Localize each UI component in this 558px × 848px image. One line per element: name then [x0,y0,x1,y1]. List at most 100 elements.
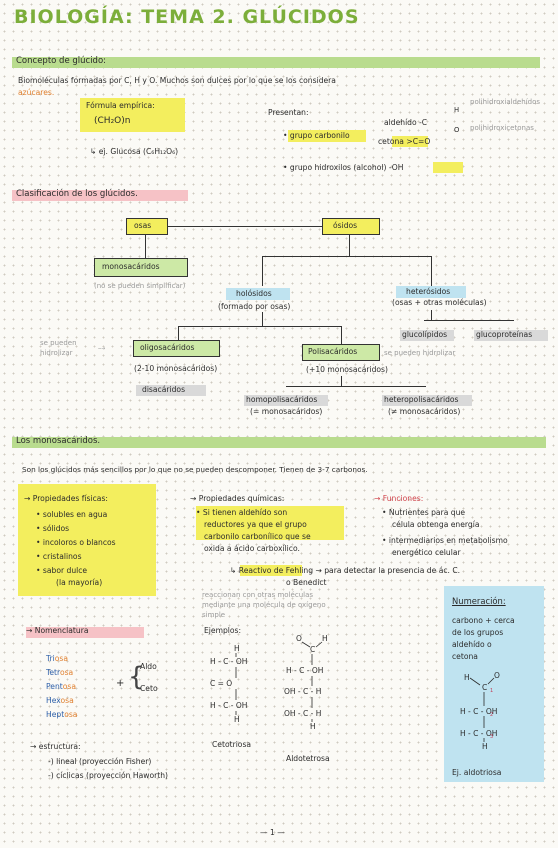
svg-text:C: C [310,645,315,654]
svg-text:H - C - OH: H - C - OH [460,729,497,738]
poli-connector [341,326,342,344]
nom-item-4: Heptosa [46,710,77,719]
nomenclature-title: → Nomenclatura [26,626,89,635]
hydrolysis-left-arrow: ⤍ [98,344,106,352]
hetero-down-line [431,310,432,320]
heading-monosacaridos: Los monosacáridos. [16,436,101,446]
carbonyl-group: • grupo carbonilo [283,131,350,140]
nom-root-1: Tetr [46,668,60,677]
numeracion-line-3: cetona [452,652,478,661]
svg-text:3: 3 [490,734,493,740]
nom-ceto: Ceto [140,684,158,693]
hydrolysis-left-note: se pueden hidrolizar [40,339,77,357]
heteropoli-note: (≠ monosacáridos) [388,407,461,416]
phys-note: (la mayoría) [56,578,103,587]
svg-text:H - C - OH: H - C - OH [210,701,247,710]
holosidos-label: holósidos [236,289,272,298]
monosacaridos-box [94,258,188,277]
presentan-label: Presentan: [268,108,309,117]
ketone-label: cetona >C=O [378,137,431,146]
numeracion-aldotriosa-structure: H O C H - C - OH H - C - OH H 1 2 3 [460,671,500,751]
nomenclature-band [26,627,144,638]
chem-highlight [196,506,344,540]
glucoproteinas-highlight [474,330,548,341]
disacaridos-highlight [136,385,206,396]
aldotetrosa-label: Aldotetrosa [286,754,330,763]
section-band-monosacaridos [12,437,546,448]
svg-text:H: H [482,742,488,751]
func-item-3: energético celular [392,548,461,557]
section-band-concepto [12,57,540,68]
svg-text:OH - C - H: OH - C - H [284,709,321,718]
svg-text:O: O [296,634,302,643]
chem-line-2: carbonilo carbonílico que se [204,532,311,541]
numeracion-line-2: aldehído o [452,640,492,649]
heterosidos-label: heterósidos [406,287,451,296]
concept-intro-azucares: azúcares. [18,88,55,97]
structure-item-0: -) lineal (proyección Fisher) [48,757,152,766]
page-title: BIOLOGÍA: TEMA 2. GLÚCIDOS [14,6,360,28]
polisacaridos-label: Polisacáridos [308,347,358,356]
oligosacaridos-label: oligosacáridos [140,343,195,352]
disacaridos-label: disacáridos [142,385,186,394]
numeracion-example: Ej. aldotriosa [452,768,502,777]
pencil-polihidroxicetonas: polihidroxicetonas [470,124,534,132]
nom-suffix-3: osa [60,696,74,705]
svg-text:H: H [234,644,240,653]
formula-label: Fórmula empírica: [86,101,155,110]
phys-props-box [18,484,156,596]
chem-line-0: • Si tienen aldehído son [196,508,288,517]
svg-text:C: C [482,683,487,692]
svg-text:H - C - OH: H - C - OH [286,666,323,675]
benedict-label: o Benedict [286,578,327,587]
examples-title: Ejemplos: [204,626,242,635]
func-item-2: • intermediarios en metabolismo [382,536,508,545]
svg-text:H - C - OH: H - C - OH [210,657,247,666]
phys-item-1: • sólidos [36,524,70,533]
ketone-highlight [392,136,428,147]
nom-item-1: Tetrosa [46,668,73,677]
osas-osidos-arrow [167,226,322,227]
osidos-down-line [349,234,350,256]
numeracion-line-1: de los grupos [452,628,504,637]
svg-text:H: H [322,634,328,643]
chem-line-1: reductores ya que el grupo [204,520,307,529]
poli-branch-line [286,386,426,387]
nom-root-0: Tri [46,654,55,663]
func-item-1: célula obtenga energía [392,520,480,529]
osidos-label: ósidos [333,221,358,230]
formula-highlight [80,98,185,132]
heteropoli-highlight [382,395,472,406]
structure-item-1: -) cíclicas (proyección Haworth) [48,771,168,780]
heterosidos-connector [431,256,432,286]
svg-text:C = O: C = O [210,679,232,688]
chem-props-title: → Propiedades químicas: [190,494,285,503]
hetero-branch-line [424,320,514,321]
aldotetrosa-structure: O H C H - C - OH OH - C - H OH - C - H H [284,634,328,731]
nom-item-0: Triosa [46,654,68,663]
holosidos-connector [262,256,263,286]
page-number: — 1 — [260,828,285,837]
nom-plus: + [116,678,125,689]
phys-item-3: • cristalinos [36,552,82,561]
monosacaridos-intro: Son los glúcidos más sencillos por lo qu… [22,465,368,474]
homopoli-highlight [244,395,328,406]
aldehyde-label: aldehído -C [384,118,428,127]
hydroxyl-group: • grupo hidroxilos (alcohol) -OH [283,163,404,172]
osas-down-line [145,234,146,258]
nom-suffix-0: osa [54,654,69,663]
heading-clasificacion: Clasificación de los glúcidos. [16,189,138,199]
nom-item-3: Hexosa [46,696,74,705]
nom-aldo: Aldo [140,662,157,671]
holo-branch-line [178,326,342,327]
aldehyde-h: H [454,106,460,114]
svg-text:H - C - OH: H - C - OH [460,707,497,716]
structure-title: → estructura: [30,742,81,751]
func-item-0: • Nutrientes para que [382,508,466,517]
nom-item-2: Pentosa [46,682,76,691]
nom-root-3: Hex [46,696,61,705]
fehling-highlight [240,565,302,576]
aldehyde-o: O [454,126,460,134]
chem-pencil-3: simple [202,611,226,619]
svg-text:2: 2 [490,712,493,718]
